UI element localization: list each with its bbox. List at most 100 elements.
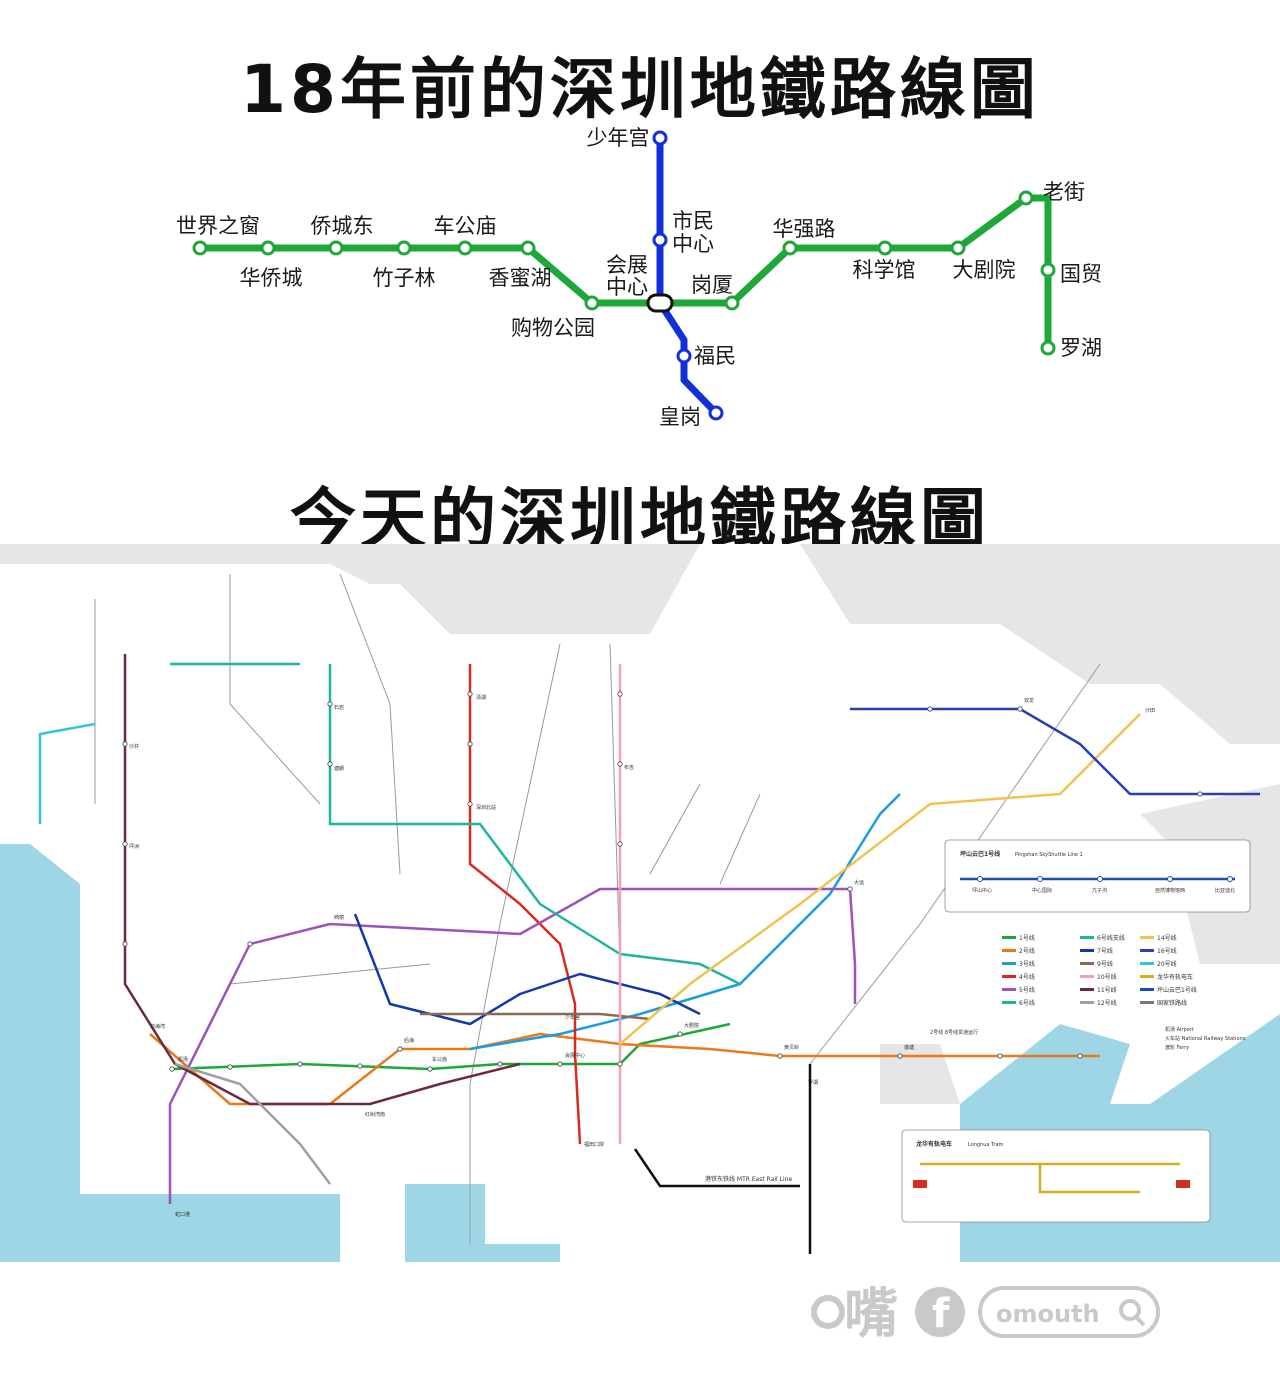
legend-item: 国家铁路线 — [1157, 999, 1187, 1007]
water-area — [80, 1194, 340, 1262]
station-label: 罗湖 — [1060, 336, 1102, 360]
water-area — [1150, 1014, 1280, 1104]
longhua-title: 龙华有轨电车 — [916, 1140, 952, 1148]
station-label: 后海 — [404, 1037, 414, 1044]
station-label: 香蜜湖 — [489, 266, 552, 290]
station-label: 亢子沟 — [1092, 887, 1107, 894]
pingshan-skyshuttle-box: 坪山云巴1号线 Pingshan SkyShuttle Line 1 坪山中心 … — [944, 839, 1251, 913]
station-label: 双龙 — [1024, 697, 1034, 704]
legend-column-2: 6号线支线 7号线 9号线 10号线 11号线 12号线 — [1080, 934, 1125, 1007]
station-label: 购物公园 — [511, 316, 595, 340]
legend-item: 11号线 — [1097, 986, 1117, 994]
legend-item: 20号线 — [1157, 960, 1177, 968]
line9-track — [420, 1012, 651, 1021]
legend-item: 3号线 — [1019, 960, 1035, 968]
station-label: 会展中心 — [565, 1052, 585, 1059]
interchange-label: 中心 — [606, 275, 648, 299]
through-service-note: 2号线 8号线贯通运行 — [930, 1029, 978, 1036]
legend-item: 坪山云巴1号线 — [1157, 986, 1197, 994]
station-label: 自然博物馆西 — [1155, 887, 1185, 894]
legend-item: 龙华有轨电车 — [1157, 973, 1193, 981]
east-rail-label: 港铁东铁线 MTR East Rail Line — [705, 1175, 792, 1183]
line-legend: 1号线 2号线 3号线 4号线 5号线 6号线 6号线支线 7号线 9号线 10… — [1002, 934, 1246, 1051]
legend-item: 16号线 — [1157, 947, 1177, 955]
line4-track — [468, 664, 582, 1145]
metro-station-dots — [122, 691, 1203, 1072]
legend-item: 6号线 — [1019, 999, 1035, 1007]
legend-item: 4号线 — [1019, 973, 1035, 981]
station-label: 坪洲 — [129, 843, 139, 850]
line11-track — [123, 654, 521, 1106]
legend-item: 6号线支线 — [1097, 934, 1125, 942]
huizhan-interchange — [646, 293, 674, 313]
new-metro-map: 机场 前海湾 车公庙 会展中心 大剧院 少年宫 深圳北站 红树湾南 后海 蛇口港… — [0, 544, 1280, 1262]
station-label: 布吉 — [624, 764, 634, 771]
logo-mouth-icon — [811, 1295, 845, 1329]
old-map-title: 18年前的深圳地鐵路線圖 — [240, 51, 1040, 128]
search-pill — [978, 1286, 1160, 1338]
footer-branding: 嘴 f omouth — [811, 1282, 1160, 1345]
station-label: 华强路 — [773, 217, 836, 241]
land-area — [350, 544, 1280, 744]
station-label: 西丽 — [334, 915, 344, 921]
station-label: 福田口岸 — [584, 1141, 604, 1148]
station-label: 中心 — [672, 232, 714, 256]
line1-station-dots — [192, 190, 1056, 356]
station-label: 侨城东 — [311, 214, 374, 238]
station-label: 少年宫 — [565, 1014, 580, 1021]
legend-item: 14号线 — [1157, 934, 1177, 942]
legend-facility: 火车站 National Railway Stations — [1165, 1035, 1246, 1042]
station-label: 沙田 — [1145, 708, 1155, 714]
station-label: 蛇口港 — [175, 1211, 190, 1218]
line5-track — [168, 887, 857, 1204]
line6-track — [328, 664, 741, 986]
line12-track — [174, 1062, 331, 1185]
legend-item: 10号线 — [1097, 973, 1117, 981]
facebook-glyph: f — [932, 1291, 950, 1337]
land-area — [880, 1044, 960, 1104]
station-label: 大运 — [854, 879, 864, 886]
longhua-tram-box: 龙华有轨电车 Longhua Tram — [901, 1129, 1211, 1223]
legend-column-3: 14号线 16号线 20号线 龙华有轨电车 坪山云巴1号线 国家铁路线 — [1140, 934, 1197, 1007]
station-label: 竹子林 — [373, 266, 436, 290]
metro-lines — [38, 654, 1260, 1204]
station-label: 市民 — [672, 209, 714, 233]
station-label: 福民 — [694, 344, 736, 368]
station-label: 黄贝岭 — [784, 1044, 799, 1051]
legend-item: 2号线 — [1019, 947, 1035, 955]
station-label: 中心国际 — [1032, 887, 1052, 894]
station-label: 世界之窗 — [176, 214, 260, 238]
line4-station-dots — [652, 130, 724, 421]
legend-item: 1号线 — [1019, 934, 1035, 942]
station-label: 皇岗 — [659, 405, 701, 429]
station-label: 少年宫 — [587, 126, 650, 150]
station-label: 岗厦 — [691, 273, 733, 297]
station-label: 机场 — [178, 1056, 188, 1063]
old-metro-map: 世界之窗 华侨城 侨城东 竹子林 车公庙 香蜜湖 购物公园 岗厦 华强路 科学馆… — [176, 126, 1102, 429]
legend-facility: 渡轮 Ferry — [1165, 1044, 1189, 1051]
metro-station-labels: 机场 前海湾 车公庙 会展中心 大剧院 少年宫 深圳北站 红树湾南 后海 蛇口港… — [129, 694, 1155, 1218]
station-label: 华侨城 — [240, 266, 303, 290]
legend-item: 12号线 — [1097, 999, 1117, 1007]
search-icon — [1119, 1299, 1141, 1321]
station-label: 深圳北站 — [476, 804, 496, 811]
land-area — [0, 544, 400, 584]
interchange-label: 会展 — [606, 253, 648, 277]
station-label: 车公庙 — [434, 214, 497, 238]
station-label: 坪山中心 — [972, 887, 992, 894]
legend-facility: 机场 Airport — [1165, 1026, 1194, 1033]
station-label: 清湖 — [476, 694, 486, 701]
line20-track — [38, 722, 96, 824]
line14-track — [619, 713, 1141, 1045]
line16-track — [850, 707, 1260, 796]
water-area — [405, 1184, 560, 1262]
pingshan-title: 坪山云巴1号线 — [960, 850, 1000, 858]
station-label: 前海湾 — [150, 1023, 165, 1030]
station-label: 车公庙 — [432, 1056, 447, 1063]
station-label: 大剧院 — [953, 258, 1016, 282]
station-label: 科学馆 — [853, 258, 916, 282]
longhua-title-en: Longhua Tram — [968, 1142, 1004, 1148]
legend-facilities: 机场 Airport 火车站 National Railway Stations… — [1165, 1026, 1246, 1051]
station-label: 罗湖 — [808, 1079, 818, 1086]
water-area — [0, 844, 80, 1262]
